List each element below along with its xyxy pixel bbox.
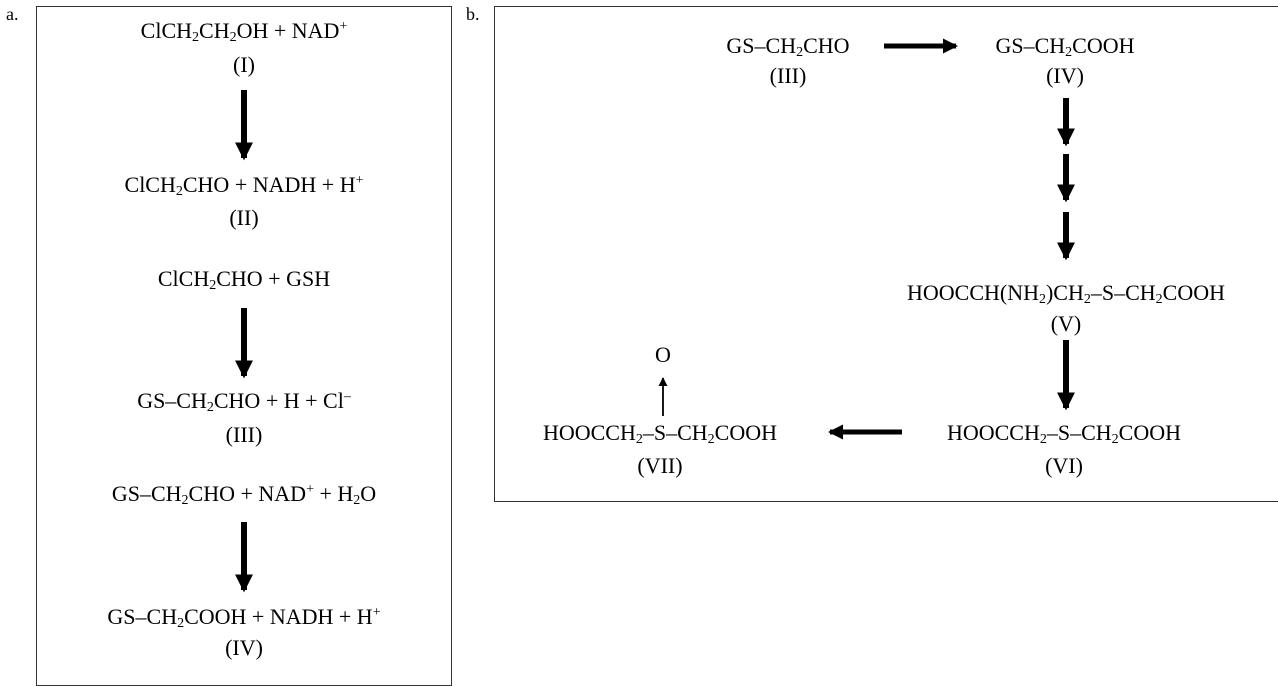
panel-a-label: a. [6, 4, 19, 24]
reaction-arrows [235, 38, 1075, 593]
panel-b-box [494, 6, 1278, 502]
b-compound-v-id: (V) [1050, 311, 1082, 336]
a-step-2-id: (II) [229, 205, 259, 230]
b-compound-vi-id: (VI) [1045, 453, 1083, 478]
panel-b-label: b. [466, 4, 480, 24]
a-step-2-formula: ClCH2CHO + NADH + H+ [124, 172, 364, 199]
a-step-6-id: (IV) [225, 635, 263, 660]
a-step-6-formula: GS–CH2COOH + NADH + H+ [107, 604, 381, 631]
b-compound-iii: GS–CH2CHO [726, 33, 850, 60]
b-compound-v: HOOCCH(NH2)CH2–S–CH2COOH [906, 280, 1226, 307]
a-step-5-formula: GS–CH2CHO + NAD+ + H2O [111, 481, 377, 508]
b-compound-vii-id: (VII) [637, 453, 683, 478]
a-step-4-formula: GS–CH2CHO + H + Cl– [137, 388, 351, 415]
b-compound-iv: GS–CH2COOH [995, 33, 1135, 60]
a-step-1-formula: ClCH2CH2OH + NAD+ [140, 18, 348, 45]
b-compound-iv-id: (IV) [1046, 63, 1084, 88]
a-step-3-formula: ClCH2CHO + GSH [157, 266, 331, 293]
b-sulfoxide-oxygen: O [655, 342, 671, 367]
b-compound-vii: HOOCCH2–S–CH2COOH [542, 420, 778, 447]
b-compound-iii-id: (III) [769, 63, 807, 88]
a-step-1-id: (I) [233, 52, 255, 77]
a-step-4-id: (III) [225, 422, 263, 447]
b-compound-vi: HOOCCH2–S–CH2COOH [946, 420, 1182, 447]
